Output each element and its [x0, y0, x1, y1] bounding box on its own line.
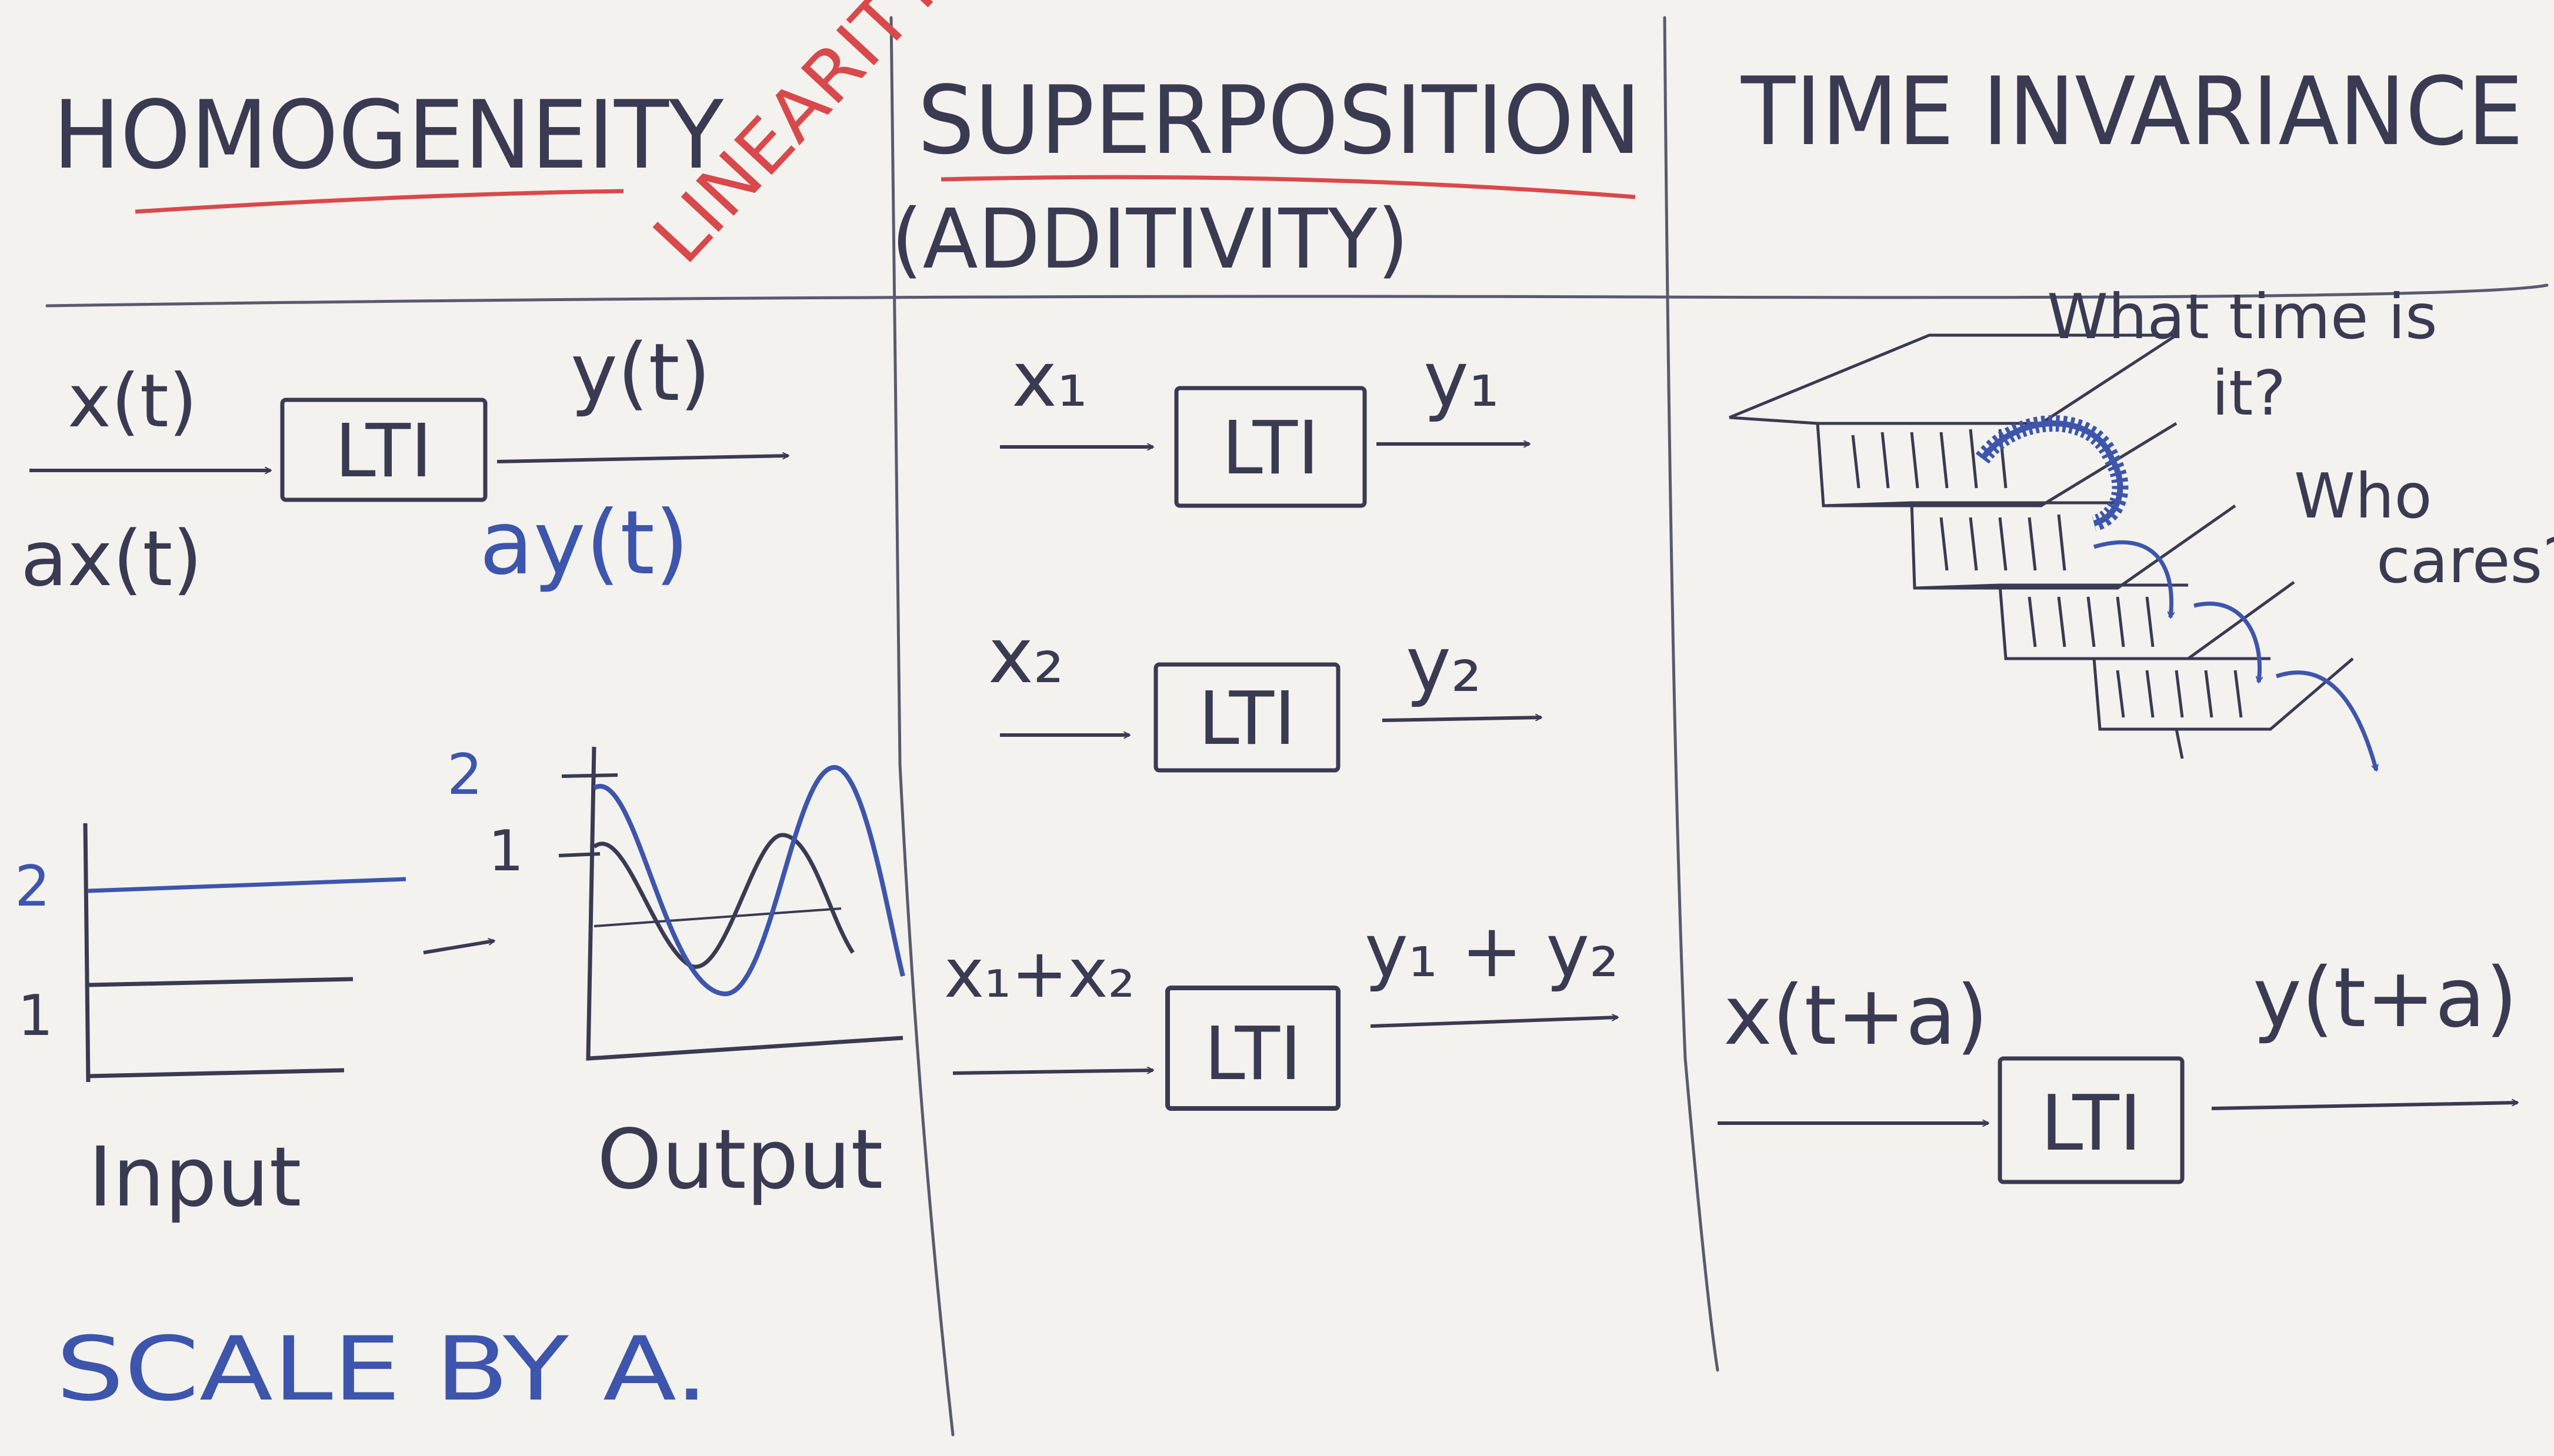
homog-lti-label: LTI [335, 409, 432, 494]
input-line-1 [88, 977, 354, 987]
super-row3-lti-label: LTI [1204, 1011, 1302, 1097]
super-row2-input: x₂ [988, 611, 1064, 700]
header-divider [45, 283, 2549, 308]
input-graph-caption: Input [88, 1130, 302, 1225]
ti-note-2-line1: Who [2294, 460, 2432, 532]
graph-transfer-arrow [423, 941, 494, 954]
homog-scaled-output-label: ay(t) [479, 492, 689, 595]
super-row1-output: y₁ [1423, 335, 1499, 424]
input-tick-2: 2 [15, 854, 50, 919]
output-curve-1 [592, 833, 855, 969]
header-superposition: SUPERPOSITION [918, 65, 1641, 175]
ti-lti-label: LTI [2040, 1078, 2142, 1168]
input-graph-axis [83, 823, 91, 1083]
superposition-underline [941, 175, 1636, 199]
homog-caption: SCALE BY A. [56, 1318, 709, 1421]
output-curve-2 [593, 764, 905, 997]
ti-input-label: x(t+a) [1723, 968, 1988, 1064]
super-row2-out-arrow [1382, 717, 1541, 722]
slinky-hop-3 [2275, 670, 2376, 770]
super-row3-output: y₁ + y₂ [1365, 909, 1619, 994]
input-line-2 [88, 877, 406, 893]
super-row3-in-arrow [952, 1070, 1153, 1075]
input-line-0 [88, 1068, 345, 1078]
divider-lines [45, 16, 2549, 1437]
output-tick-mark-1 [558, 852, 601, 857]
homogeneity-underline [135, 189, 624, 214]
staircase-drawing [1729, 333, 2354, 759]
header-homogeneity: HOMOGENEITY [53, 80, 724, 190]
homog-input-label: x(t) [68, 359, 198, 444]
ti-output-label: y(t+a) [2253, 950, 2518, 1046]
slinky-hop-2 [2193, 602, 2260, 682]
super-row3-lti-box: LTI [1165, 986, 1341, 1111]
super-row1-lti-label: LTI [1222, 406, 1319, 491]
super-row3-input: x₁+x₂ [944, 934, 1135, 1013]
homogeneity-section: x(t) ax(t) LTI y(t) ay(t) 2 1 Input [15, 326, 905, 1421]
super-row1-input: x₁ [1012, 335, 1088, 424]
ti-out-arrow [2211, 1103, 2518, 1110]
homog-output-arrow [496, 456, 788, 463]
input-tick-1: 1 [18, 984, 53, 1048]
super-row2-lti-box: LTI [1153, 662, 1341, 773]
output-graph: 2 1 Output [447, 743, 905, 1208]
input-graph: 2 1 Input [15, 823, 406, 1225]
super-row2-output: y₂ [1406, 620, 1482, 709]
output-tick-mark-2 [561, 773, 618, 778]
slinky-hop-1 [2093, 540, 2171, 617]
super-row3-out-arrow [1370, 1017, 1618, 1028]
output-graph-caption: Output [597, 1112, 883, 1208]
column-divider-1 [889, 16, 955, 1437]
column-divider-2 [1663, 16, 1719, 1372]
slinky-drawing [1975, 415, 2376, 770]
output-graph-axis [586, 746, 903, 1061]
super-row1-lti-box: LTI [1174, 386, 1367, 508]
ti-note-2-line2: cares? [2376, 525, 2554, 597]
ti-lti-box: LTI [1998, 1056, 2185, 1184]
super-row2-lti-label: LTI [1198, 676, 1296, 762]
homog-output-label: y(t) [571, 326, 711, 419]
header-time-invariance: TIME INVARIANCE [1741, 56, 2523, 166]
output-baseline-1 [594, 907, 842, 927]
superposition-section: x₁ LTI y₁ x₂ LTI y₂ x₁+x₂ LTI y₁ + y₂ [944, 335, 1619, 1111]
output-tick-1: 1 [488, 819, 524, 884]
output-tick-2: 2 [447, 743, 482, 807]
time-invariance-section: What time is it? Who cares? x(t+a) LTI y… [1718, 281, 2554, 1184]
homog-scaled-input-label: ax(t) [21, 514, 202, 603]
ti-note-1-line1: What time is [2047, 281, 2438, 353]
ti-note-1-line2: it? [2212, 358, 2286, 429]
header-additivity: (ADDITIVITY) [891, 192, 1409, 288]
homog-lti-box: LTI [280, 398, 488, 502]
